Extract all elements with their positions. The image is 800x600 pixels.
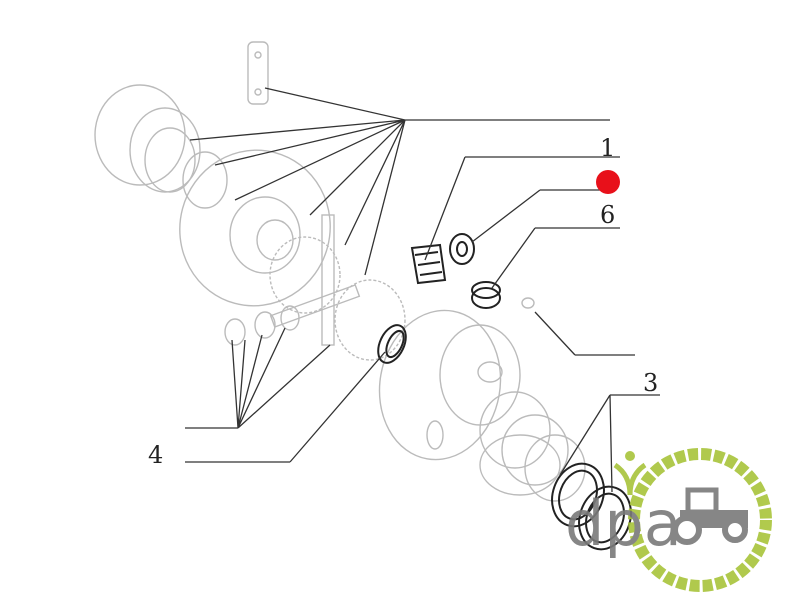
callout-3[interactable]: 3 — [643, 369, 659, 397]
svg-text:dpa: dpa — [565, 487, 682, 560]
snap-rings — [224, 305, 300, 346]
pin — [521, 297, 535, 309]
callout-1[interactable]: 1 — [600, 134, 616, 162]
callout-6[interactable]: 6 — [600, 201, 616, 229]
callout-4[interactable]: 4 — [148, 441, 164, 469]
bushing — [471, 281, 501, 309]
seal-ring-left — [377, 324, 407, 364]
dpa-logo: dpa — [565, 448, 772, 592]
differential-flange — [179, 149, 331, 307]
crown-gear — [269, 214, 406, 361]
highlight-marker — [596, 170, 620, 194]
bearing-housing — [94, 84, 228, 209]
leader-lines — [185, 87, 660, 493]
thrust-washer — [449, 233, 475, 265]
differential-case — [378, 309, 586, 502]
bracket-plate — [247, 41, 269, 105]
